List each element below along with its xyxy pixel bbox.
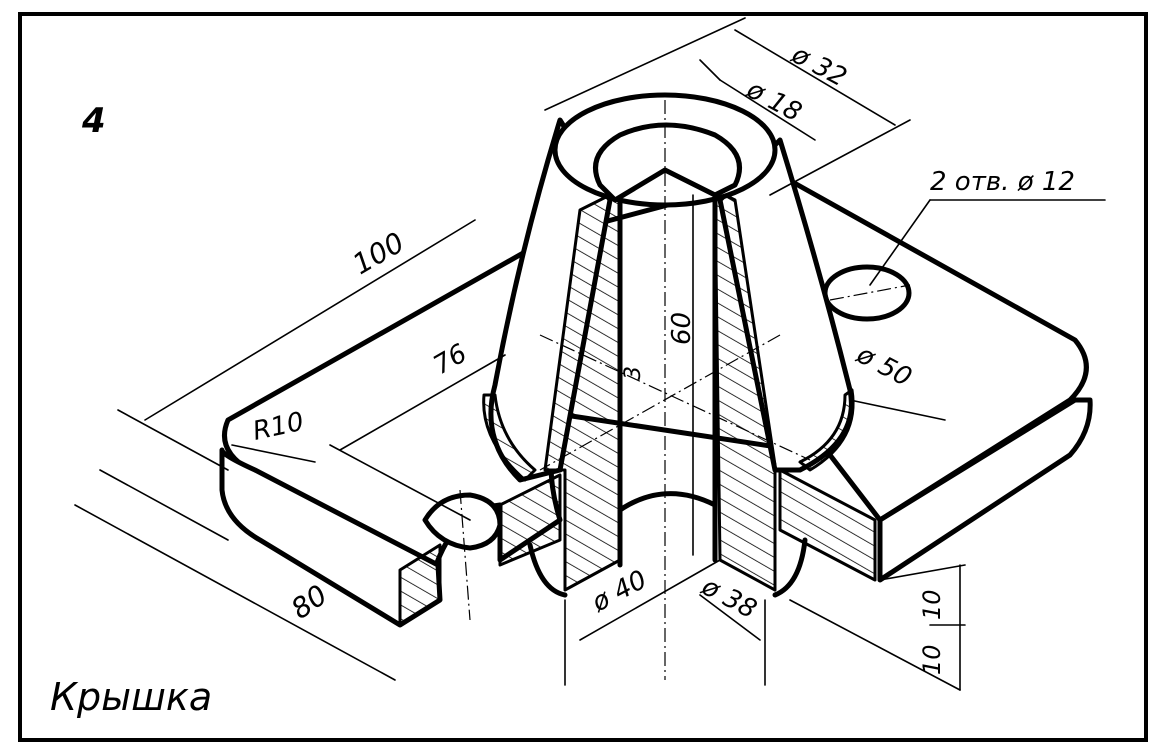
dim-small-height: 3	[621, 366, 646, 380]
dim-length: 100	[347, 226, 410, 281]
part-name: Крышка	[50, 675, 212, 719]
dim-plate-thickness: 10	[918, 589, 946, 620]
sheet-number: 4	[81, 101, 106, 141]
center-lines	[459, 100, 911, 680]
dim-height: 60	[667, 312, 697, 345]
dim-holes: 2 отв. ø 12	[930, 167, 1075, 197]
conical-boss	[482, 92, 855, 598]
sheet-frame	[18, 12, 1148, 742]
dim-width: 80	[285, 578, 333, 625]
dim-top-outer: ø 32	[786, 39, 852, 93]
base-plate	[219, 172, 1093, 628]
dimension-lines	[74, 17, 1106, 691]
dim-lower-thickness: 10	[918, 644, 946, 675]
